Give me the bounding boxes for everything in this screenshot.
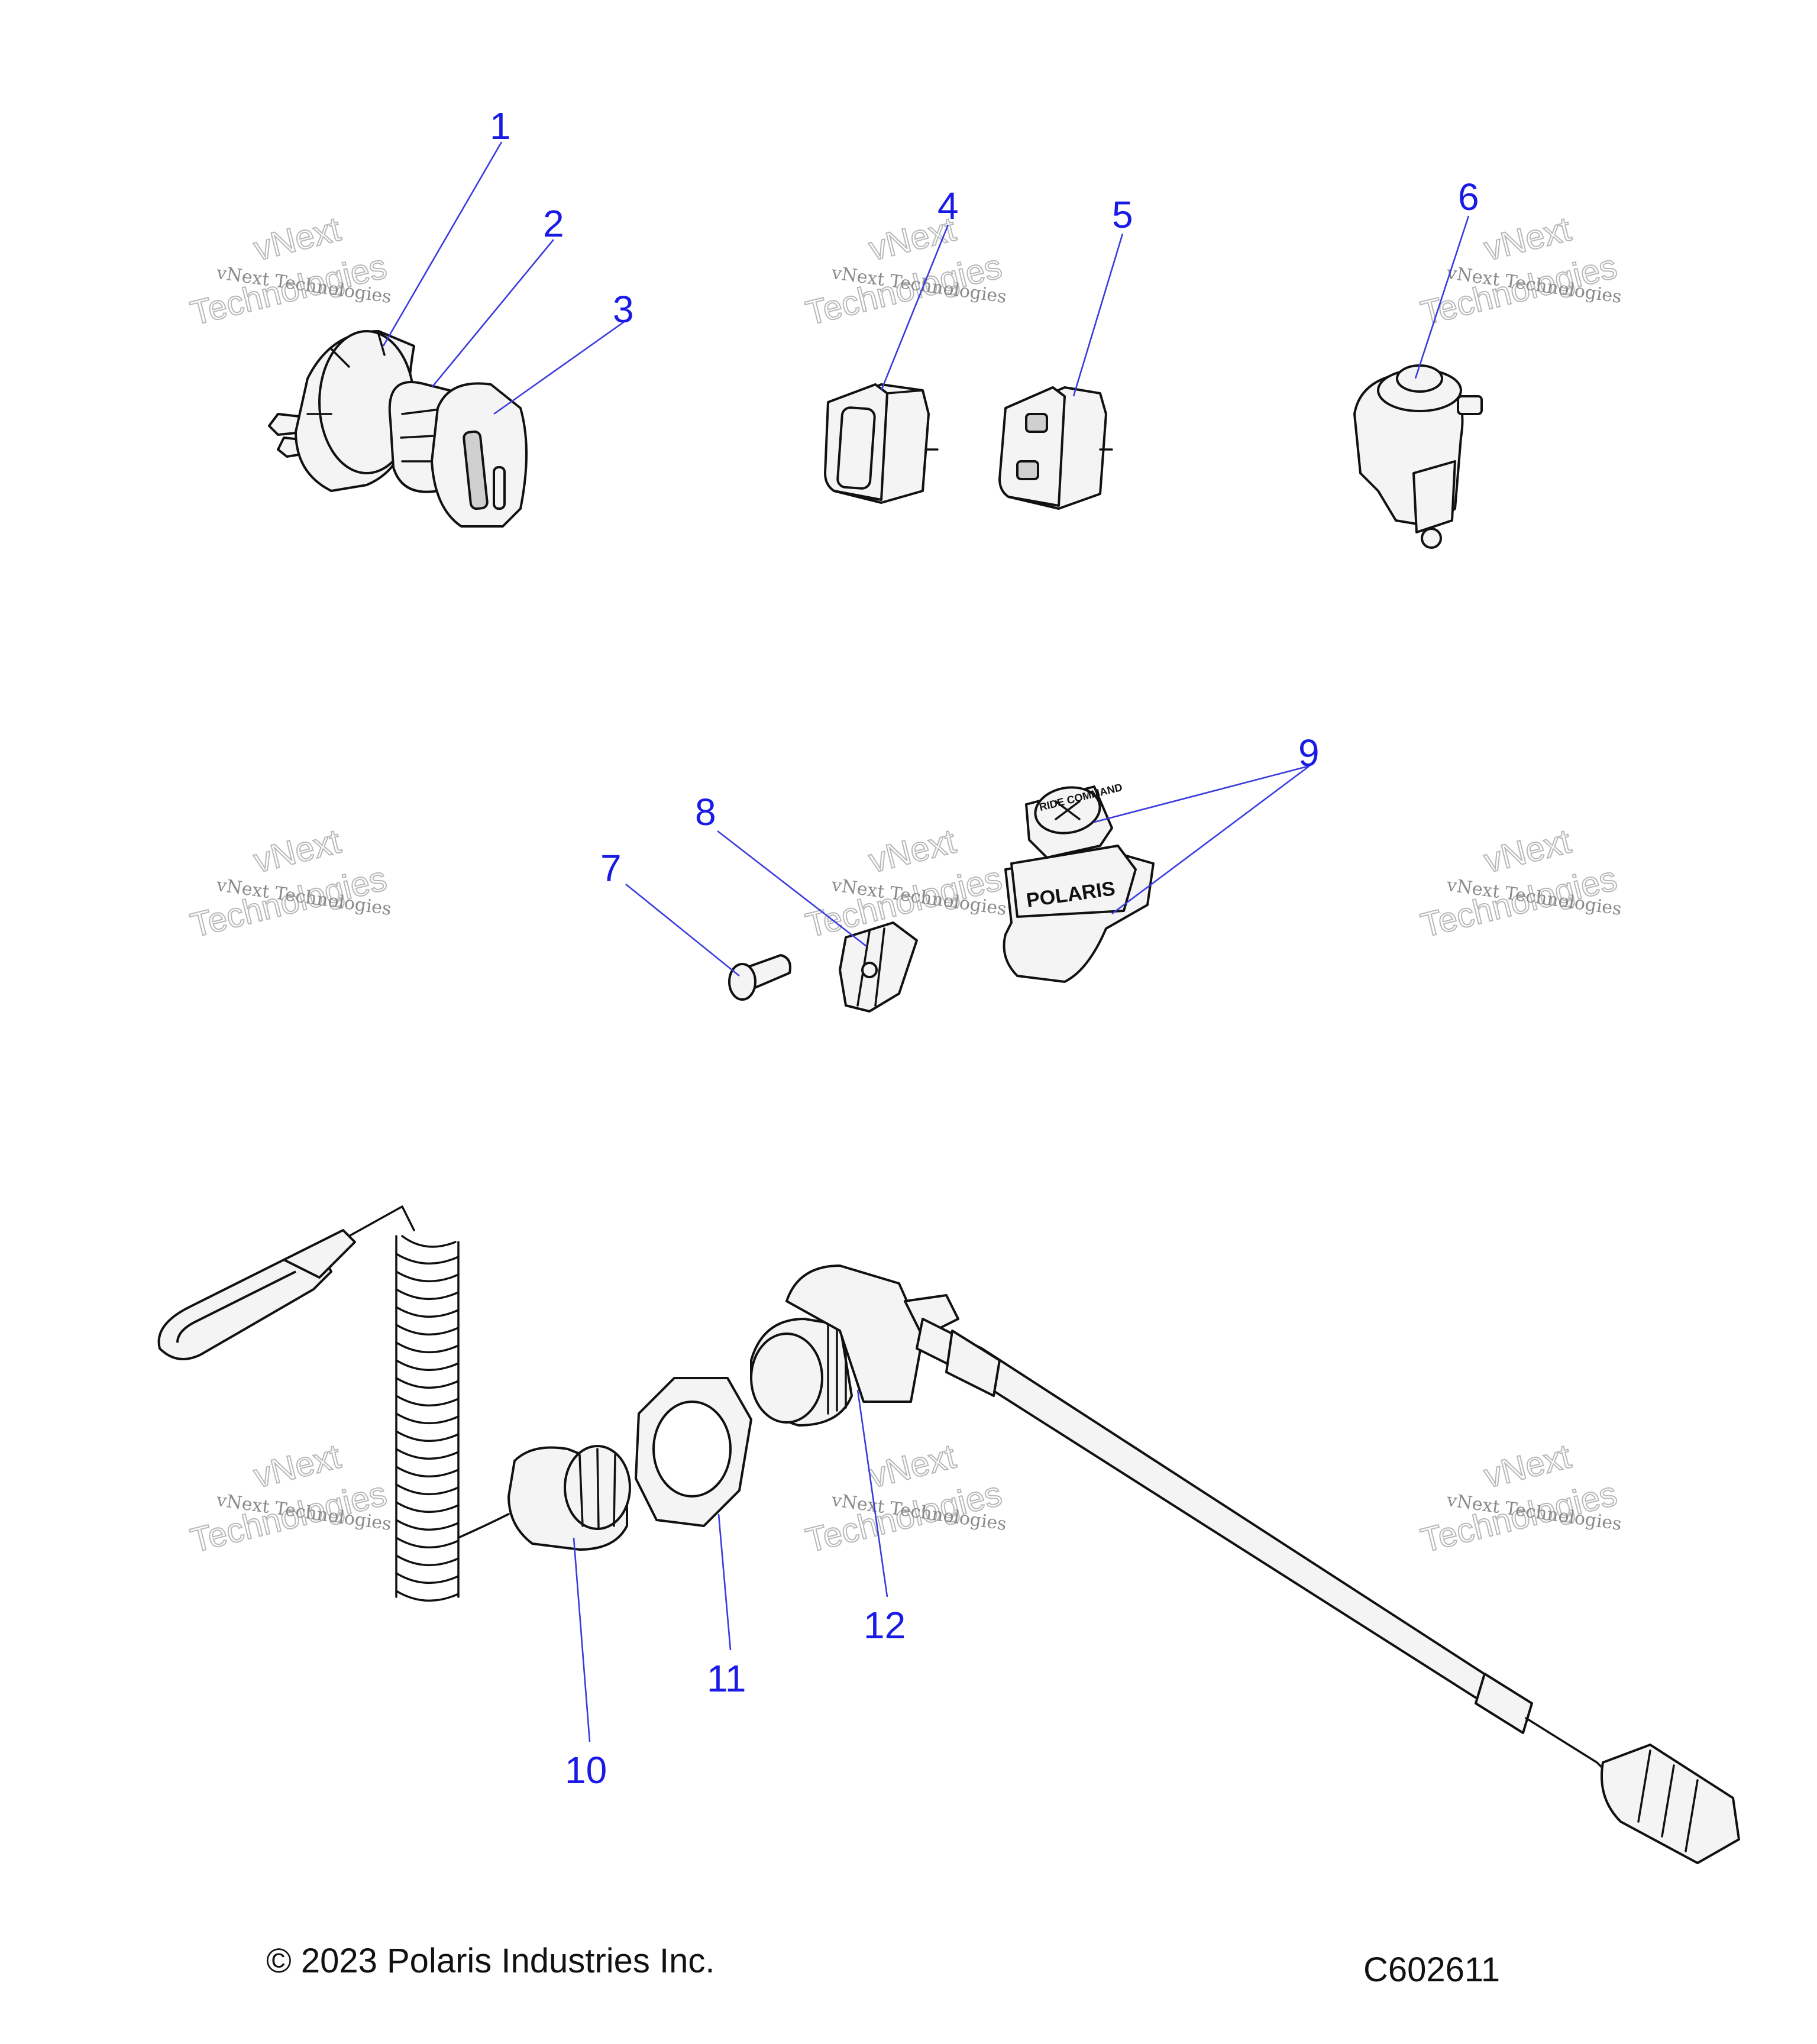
- callout-10: 10: [565, 1749, 607, 1791]
- clip-screw: [1421, 528, 1442, 549]
- leader-line-11: [717, 1513, 732, 1651]
- key-logo-plate: [463, 430, 489, 510]
- tether-switch-harness: [750, 1264, 1740, 1864]
- leader-line-8: [717, 830, 867, 947]
- hex-nut-hole: [652, 1401, 732, 1498]
- pin-head: [728, 963, 756, 1001]
- clip-hole: [861, 962, 878, 978]
- callout-4: 4: [937, 185, 959, 227]
- mounting-clip: [1412, 460, 1456, 533]
- watermark: vNext Technologies vNext Technologies: [1417, 1437, 1623, 1561]
- coiled-cord: [395, 1235, 460, 1602]
- harness-connector: [1601, 1744, 1740, 1864]
- watermark: vNext Technologies vNext Technologies: [1417, 209, 1623, 334]
- callout-numbers: 1 2 3 4 5 6 7 8 9 10 11 12: [490, 105, 1479, 1791]
- callout-8: 8: [695, 791, 716, 833]
- clip-inner: [176, 1270, 296, 1343]
- callout-1: 1: [490, 105, 511, 147]
- cable-tie: [904, 1294, 959, 1338]
- watermark: vNext Technologies vNext Technologies: [1417, 822, 1623, 946]
- lanyard-cord: [348, 1205, 415, 1237]
- ignition-switch-assembly: [268, 330, 528, 528]
- leader-line-2: [431, 239, 555, 388]
- mounting-clip-8: [839, 921, 918, 1013]
- leader-line-6: [1414, 215, 1470, 379]
- watermark: vNext Technologies vNext Technologies: [186, 1437, 393, 1561]
- hex-nut: [635, 1377, 752, 1527]
- knob-ridges: [578, 1448, 616, 1530]
- leader-line-12: [856, 1389, 888, 1597]
- cord-to-cap: [457, 1513, 510, 1539]
- switch-housing-12: [785, 1264, 924, 1403]
- figure-code: C602611: [1363, 1951, 1500, 1989]
- callout-6: 6: [1458, 176, 1479, 218]
- leader-line-10: [573, 1537, 591, 1742]
- watermark: vNext Technologies vNext Technologies: [801, 1437, 1008, 1561]
- tether-lanyard: [157, 1205, 631, 1602]
- callout-3: 3: [613, 288, 634, 331]
- ride-command-control: POLARIS RIDE COMMAND: [1003, 781, 1155, 983]
- callout-12: 12: [864, 1604, 906, 1647]
- harness-sleeve: [945, 1330, 1001, 1397]
- rocker-switch-with-icons: [998, 386, 1113, 510]
- retaining-pin: [728, 954, 791, 1001]
- watermark: vNext Technologies vNext Technologies: [801, 822, 1008, 946]
- callout-2: 2: [543, 202, 564, 245]
- ride-command-icon: [1055, 800, 1081, 820]
- leader-line-5: [1072, 233, 1124, 397]
- watermark: vNext Technologies vNext Technologies: [186, 209, 393, 334]
- switch-light-icon: [1016, 460, 1039, 480]
- watermark: vNext Technologies vNext Technologies: [801, 209, 1008, 334]
- rocker-paddle: [836, 406, 876, 490]
- control-top-plate: [1010, 845, 1137, 918]
- clip-body: [839, 921, 918, 1013]
- callout-9: 9: [1298, 732, 1320, 774]
- copyright-text: © 2023 Polaris Industries Inc.: [266, 1942, 714, 1980]
- leader-line-9a: [1094, 765, 1310, 823]
- rocker-detail: [886, 389, 939, 451]
- harness-sleeve: [1475, 1673, 1533, 1734]
- callout-11: 11: [707, 1657, 746, 1700]
- leader-line-4: [880, 224, 949, 391]
- leader-line-3: [493, 321, 624, 415]
- leader-line-7: [625, 883, 740, 977]
- rocker-switch: [824, 383, 939, 504]
- leader-lines: [382, 141, 1470, 1742]
- callout-5: 5: [1112, 193, 1133, 236]
- clip-link: [283, 1229, 356, 1279]
- footer: © 2023 Polaris Industries Inc. C602611: [266, 1942, 1500, 1989]
- switch-light-icon: [1025, 413, 1048, 433]
- harness-wire: [1525, 1717, 1610, 1775]
- push-button-switch: [1353, 364, 1483, 549]
- leader-line-9b: [1111, 765, 1310, 915]
- switch-detail: [306, 333, 386, 415]
- push-button: [1396, 364, 1443, 393]
- connector-ribs: [1637, 1749, 1699, 1852]
- leader-line-1: [382, 141, 503, 347]
- threaded-face: [750, 1333, 823, 1424]
- watermark: vNext Technologies vNext Technologies: [186, 822, 393, 946]
- callout-7: 7: [600, 847, 622, 890]
- key-slot: [493, 466, 506, 510]
- switch-pin: [1457, 395, 1483, 415]
- rocker-switch-face: [998, 386, 1066, 507]
